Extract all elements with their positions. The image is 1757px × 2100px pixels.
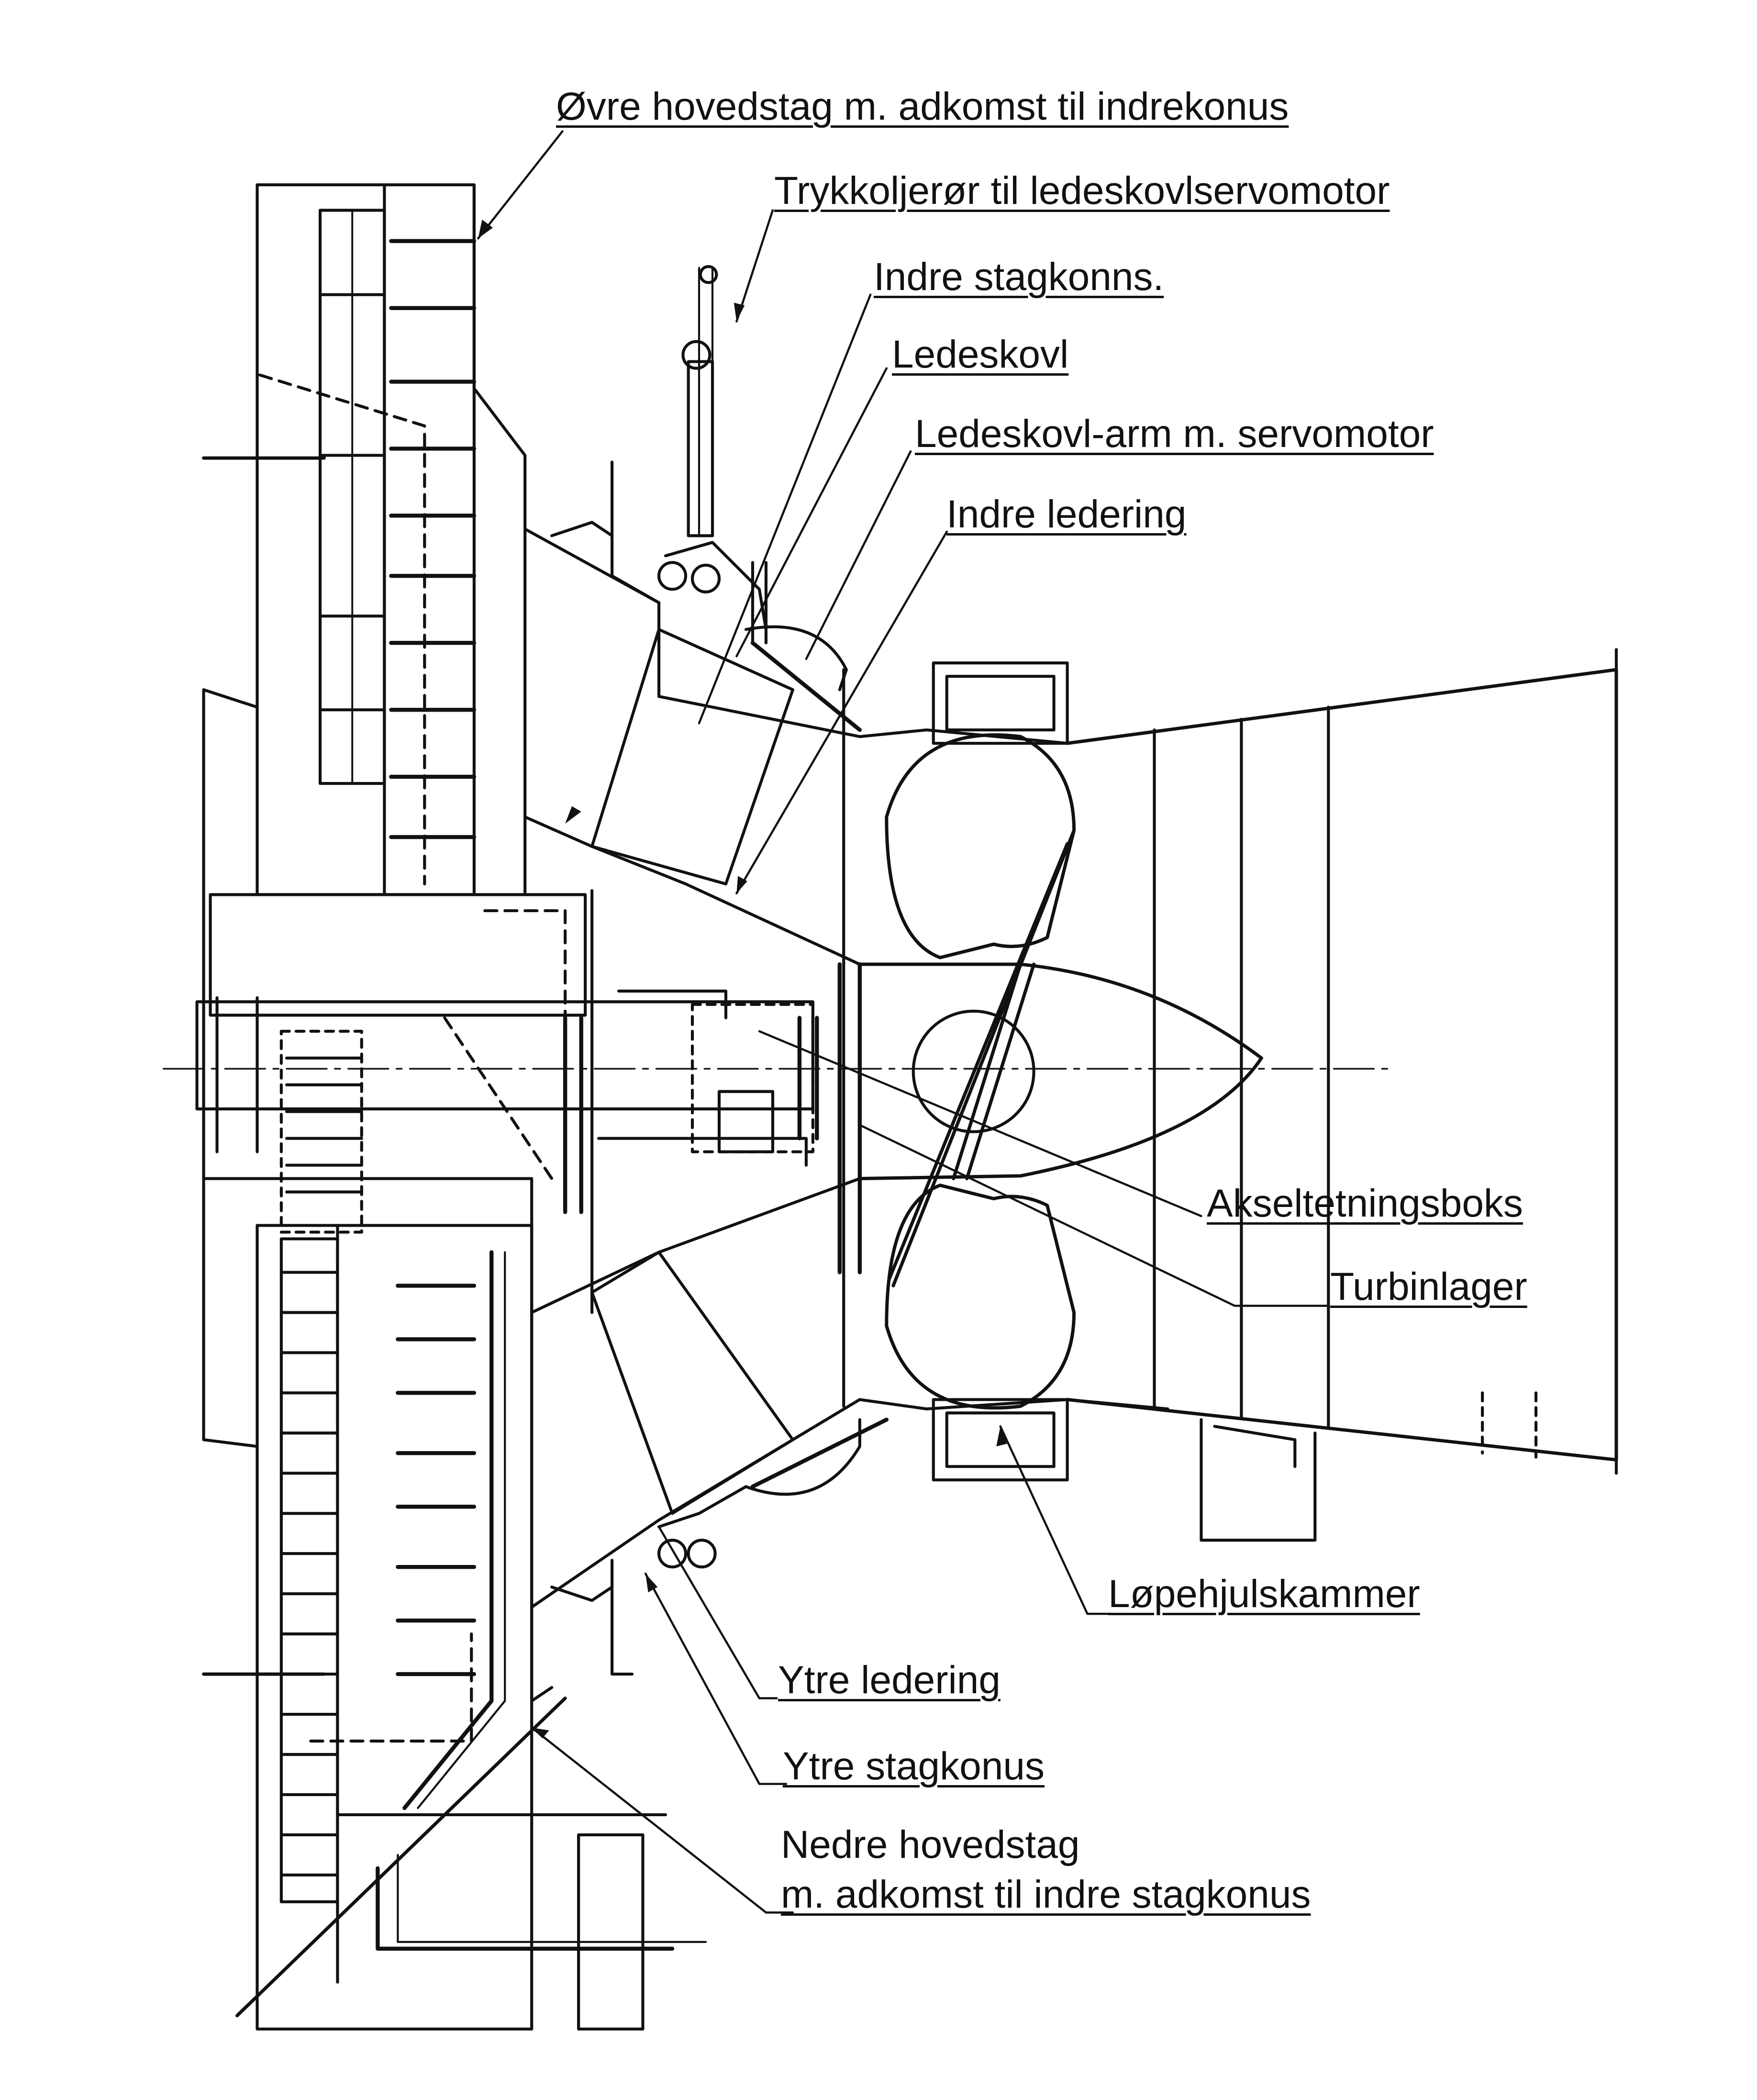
label-lopehjulskammer: Løpehjulskammer <box>1108 1572 1420 1616</box>
label-akseltetningsboks: Akseltetningsboks <box>1207 1182 1523 1225</box>
shaft-and-hub-section <box>195 688 862 1448</box>
lower-guide-vane-area <box>530 1177 889 1676</box>
label-indre-ledering: Indre ledering <box>946 492 1187 536</box>
runner-chamber <box>842 661 1169 1482</box>
label-indre-stagkonns: Indre stagkonns. <box>874 255 1164 299</box>
label-ytre-stagkonus: Ytre stagkonus <box>783 1744 1045 1788</box>
leader-lines <box>477 130 1330 1914</box>
lower-main-stay <box>202 1224 707 2031</box>
label-trykkoljeror: Trykkoljerør til ledeskovlservomotor <box>774 169 1390 212</box>
upper-guide-vane-area <box>523 265 862 966</box>
leader-arrowheads <box>478 219 1007 1739</box>
label-nedre-hovedstag-adkomst: m. adkomst til indre stagkonus <box>781 1873 1311 1916</box>
label-turbinlager: Turbinlager <box>1330 1265 1527 1308</box>
label-ledeskovl: Ledeskovl <box>892 333 1069 376</box>
label-nedre-hovedstag: Nedre hovedstag <box>781 1823 1080 1866</box>
hub-cone <box>858 962 1263 1181</box>
label-ledeskovl-arm: Ledeskovl-arm m. servomotor <box>915 412 1434 456</box>
label-ovre-hovedstag: Øvre hovedstag m. adkomst til indrekonus <box>556 85 1289 128</box>
upper-main-stay <box>202 183 527 896</box>
label-ytre-ledering: Ytre ledering <box>778 1658 1001 1702</box>
